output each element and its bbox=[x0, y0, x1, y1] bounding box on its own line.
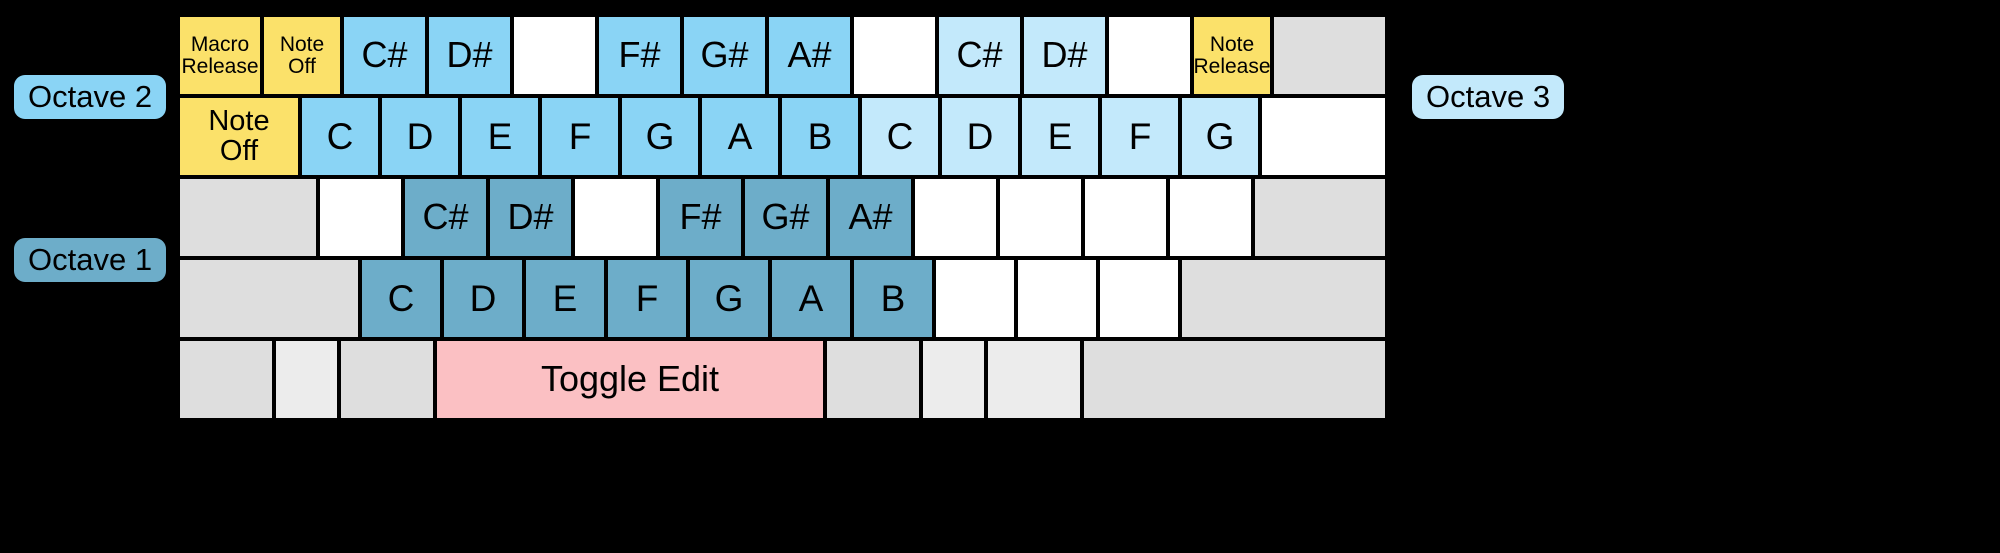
key-number-row-d-sharp-10[interactable]: D# bbox=[1022, 15, 1107, 96]
key-number-row-f-sharp-5[interactable]: F# bbox=[597, 15, 682, 96]
key-asdf-upper-row-g-sharp-6[interactable]: G# bbox=[743, 177, 828, 258]
key-number-row-blank-8 bbox=[852, 15, 937, 96]
key-modifier-row-blank-0 bbox=[178, 339, 274, 420]
key-asdf-upper-row-blank-4 bbox=[573, 177, 658, 258]
key-modifier-row-blank-2 bbox=[339, 339, 435, 420]
key-asdf-upper-row-d-sharp-3[interactable]: D# bbox=[488, 177, 573, 258]
key-zxcv-row-f-4[interactable]: F bbox=[606, 258, 688, 339]
key-modifier-row-blank-6 bbox=[986, 339, 1082, 420]
octave-2-label: Octave 2 bbox=[14, 75, 167, 119]
key-qwerty-row-e-3[interactable]: E bbox=[460, 96, 540, 177]
key-qwerty-row-d-2[interactable]: D bbox=[380, 96, 460, 177]
key-zxcv-row-g-5[interactable]: G bbox=[688, 258, 770, 339]
key-qwerty-row-c-8[interactable]: C bbox=[860, 96, 940, 177]
key-number-row-g-sharp-6[interactable]: G# bbox=[682, 15, 767, 96]
key-qwerty-row-f-4[interactable]: F bbox=[540, 96, 620, 177]
key-zxcv-row-b-7[interactable]: B bbox=[852, 258, 934, 339]
key-qwerty-row-a-6[interactable]: A bbox=[700, 96, 780, 177]
key-number-row-blank-11 bbox=[1107, 15, 1192, 96]
key-zxcv-row-a-6[interactable]: A bbox=[770, 258, 852, 339]
key-modifier-row-toggle-edit-3[interactable]: Toggle Edit bbox=[435, 339, 825, 420]
key-asdf-upper-row-a-sharp-7[interactable]: A# bbox=[828, 177, 913, 258]
key-asdf-upper-row-blank-11 bbox=[1168, 177, 1253, 258]
key-qwerty-row-g-12[interactable]: G bbox=[1180, 96, 1260, 177]
key-asdf-upper-row-blank-12 bbox=[1253, 177, 1387, 258]
key-asdf-upper-row-blank-8 bbox=[913, 177, 998, 258]
key-zxcv-row-blank-9 bbox=[1016, 258, 1098, 339]
key-zxcv-row-blank-0 bbox=[178, 258, 360, 339]
key-qwerty-row-f-11[interactable]: F bbox=[1100, 96, 1180, 177]
key-qwerty-row-d-9[interactable]: D bbox=[940, 96, 1020, 177]
key-modifier-row-blank-5 bbox=[921, 339, 986, 420]
key-asdf-upper-row-blank-1 bbox=[318, 177, 403, 258]
key-qwerty-row-c-1[interactable]: C bbox=[300, 96, 380, 177]
keyboard-row-asdf-upper-row: C#D# F#G#A# bbox=[178, 177, 1387, 258]
key-qwerty-row-e-10[interactable]: E bbox=[1020, 96, 1100, 177]
key-number-row-c-sharp-9[interactable]: C# bbox=[937, 15, 1022, 96]
keyboard-row-modifier-row: Toggle Edit bbox=[178, 339, 1387, 420]
octave-3-label: Octave 3 bbox=[1412, 75, 1565, 119]
key-zxcv-row-d-2[interactable]: D bbox=[442, 258, 524, 339]
key-modifier-row-blank-7 bbox=[1082, 339, 1387, 420]
key-number-row-a-sharp-7[interactable]: A# bbox=[767, 15, 852, 96]
key-zxcv-row-blank-11 bbox=[1180, 258, 1387, 339]
key-modifier-row-blank-4 bbox=[825, 339, 921, 420]
key-zxcv-row-blank-8 bbox=[934, 258, 1016, 339]
key-zxcv-row-e-3[interactable]: E bbox=[524, 258, 606, 339]
key-zxcv-row-blank-10 bbox=[1098, 258, 1180, 339]
key-asdf-upper-row-blank-0 bbox=[178, 177, 318, 258]
key-number-row-d-sharp-3[interactable]: D# bbox=[427, 15, 512, 96]
key-number-row-c-sharp-2[interactable]: C# bbox=[342, 15, 427, 96]
octave-1-label: Octave 1 bbox=[14, 238, 167, 282]
key-zxcv-row-c-1[interactable]: C bbox=[360, 258, 442, 339]
key-asdf-upper-row-blank-9 bbox=[998, 177, 1083, 258]
key-modifier-row-blank-1 bbox=[274, 339, 339, 420]
key-qwerty-row-g-5[interactable]: G bbox=[620, 96, 700, 177]
key-number-row-blank-4 bbox=[512, 15, 597, 96]
key-asdf-upper-row-c-sharp-2[interactable]: C# bbox=[403, 177, 488, 258]
key-asdf-upper-row-blank-10 bbox=[1083, 177, 1168, 258]
key-qwerty-row-b-7[interactable]: B bbox=[780, 96, 860, 177]
key-number-row-blank-13 bbox=[1272, 15, 1387, 96]
key-asdf-upper-row-f-sharp-5[interactable]: F# bbox=[658, 177, 743, 258]
key-qwerty-row-blank-13 bbox=[1260, 96, 1387, 177]
